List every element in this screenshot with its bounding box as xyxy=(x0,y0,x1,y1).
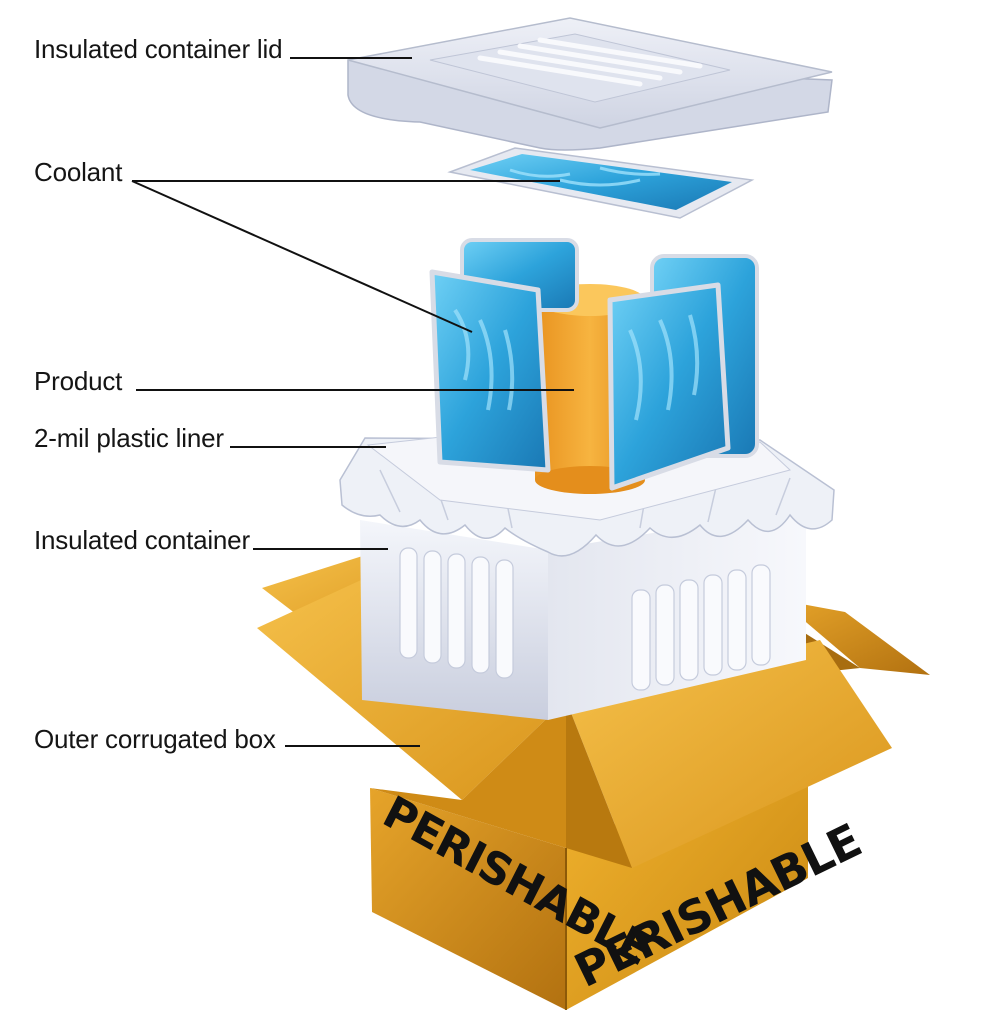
coolant-packs-vertical xyxy=(429,238,759,491)
box-back-right-flap xyxy=(780,600,930,675)
label-insulated-container: Insulated container xyxy=(34,525,250,555)
leader-lines xyxy=(131,57,574,747)
coolant-pack-front-right xyxy=(607,282,731,491)
box-left-side xyxy=(370,788,566,1010)
box-front-right-flap-shadow xyxy=(566,700,632,868)
leader-coolant-side xyxy=(131,180,473,333)
label-product: Product xyxy=(34,366,123,396)
label-outer-corrugated-box: Outer corrugated box xyxy=(34,724,276,754)
box-front-right-flap xyxy=(566,640,892,868)
label-plastic-liner: 2-mil plastic liner xyxy=(34,423,224,453)
container-ribs-right xyxy=(631,564,771,691)
box-front-left-flap-edge xyxy=(370,700,566,848)
insulated-container xyxy=(360,508,806,720)
insulated-container-lid xyxy=(347,17,833,151)
label-coolant: Coolant xyxy=(34,157,123,187)
lid-ridges xyxy=(477,37,703,87)
label-insulated-container-lid: Insulated container lid xyxy=(34,34,283,64)
container-ribs-left xyxy=(399,547,514,679)
coolant-pack-flat xyxy=(447,147,755,219)
